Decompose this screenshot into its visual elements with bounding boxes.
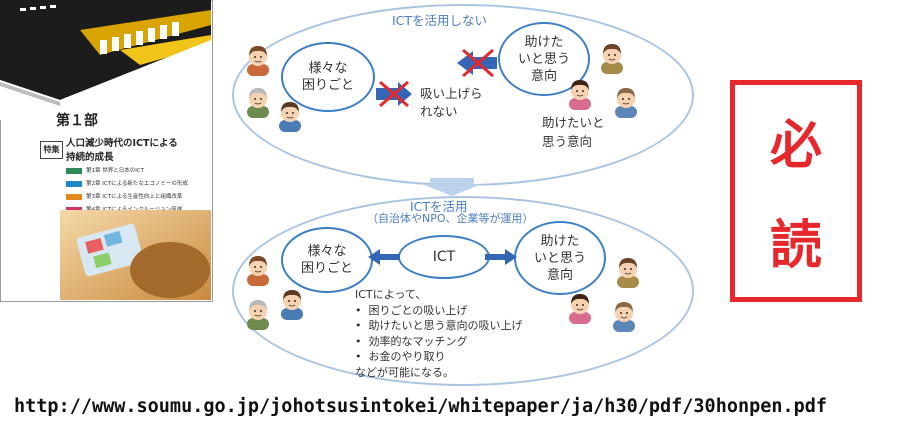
cover-part-title: 第１部: [56, 113, 98, 129]
cover-chapter-1: 第1章 世界と日本のICT: [66, 166, 144, 174]
list-item: • 助けたいと思う意向の吸い上げ: [355, 319, 523, 332]
person-icon: [568, 79, 592, 110]
source-url: http://www.soumu.go.jp/johotsusintokei/w…: [14, 396, 828, 417]
bottom-right-bubble-text: 助けた いと思う 意向: [533, 233, 586, 283]
person-icon: [612, 301, 636, 332]
cover-tag: 特集: [40, 141, 63, 159]
blocked-right-arrow-icon: [376, 80, 412, 108]
bottom-list: • 困りごとの吸い上げ • 助けたいと思う意向の吸い上げ • 効率的なマッチング…: [355, 303, 522, 365]
top-heading: ICTを活用しない: [392, 13, 488, 28]
bottom-ict-text: ICT: [432, 248, 456, 265]
bottom-list-block: ICTによって、 • 困りごとの吸い上げ • 助けたいと思う意向の吸い上げ • …: [355, 287, 522, 380]
person-icon: [614, 87, 638, 118]
person-icon: [278, 101, 302, 132]
bottom-ict-bubble: ICT: [398, 235, 490, 279]
ict-left-arrow-icon: [368, 249, 400, 265]
cover-photo: [60, 210, 211, 300]
cover-title-line2: 持続的成長: [66, 152, 114, 163]
list-item: • 効率的なマッチング: [355, 334, 468, 348]
cover-decoration: [0, 0, 211, 120]
person-icon: [600, 43, 624, 74]
top-right-label: 助けたいと 思う意向: [542, 115, 605, 149]
top-middle-label: 吸い上げら れない: [420, 86, 483, 119]
person-icon: [616, 257, 640, 288]
person-icon: [246, 45, 270, 76]
ict-right-arrow-icon: [485, 249, 517, 265]
stamp-char-2: 読: [769, 216, 822, 276]
top-right-bubble-text: 助けた いと思う 意向: [517, 34, 570, 84]
cover-title-line1: 人口減少時代のICTによる: [66, 138, 178, 149]
must-read-stamp: 必 読: [730, 80, 862, 302]
list-item-text: お金のやり取り: [368, 350, 446, 363]
list-item: • お金のやり取り: [355, 350, 446, 363]
bottom-list-intro: ICTによって、: [355, 288, 427, 301]
bottom-list-outro: などが可能になる。: [355, 365, 454, 379]
person-icon: [280, 289, 304, 320]
person-icon: [246, 299, 270, 330]
list-item: • 困りごとの吸い上げ: [355, 303, 468, 317]
bottom-heading: ICTを活用: [410, 199, 468, 214]
bottom-right-bubble: 助けた いと思う 意向: [514, 221, 606, 295]
person-icon: [246, 87, 270, 118]
bottom-subheading: （自治体やNPO、企業等が運用）: [367, 212, 534, 225]
bottom-left-bubble-text: 様々な 困りごと: [300, 244, 353, 276]
booklet-cover: 第１部 特集 人口減少時代のICTによる 持続的成長 第1章 世界と日本のICT…: [0, 0, 213, 302]
top-left-bubble-text: 様々な 困りごと: [301, 61, 354, 93]
list-item-text: 助けたいと思う意向の吸い上げ: [368, 319, 523, 332]
blocked-left-arrow-icon: [457, 48, 497, 78]
bottom-left-bubble: 様々な 困りごと: [281, 227, 373, 293]
cover-chapter-3: 第3章 ICTによる生産性向上と組織改革: [66, 192, 182, 200]
list-item-text: 困りごとの吸い上げ: [368, 303, 468, 317]
person-icon: [246, 255, 270, 286]
cover-chapter-2: 第2章 ICTによる新たなエコノミーの形成: [66, 179, 188, 187]
top-left-bubble: 様々な 困りごと: [281, 42, 375, 112]
stamp-char-1: 必: [769, 116, 822, 176]
person-icon: [568, 293, 592, 324]
bottom-ellipse: [232, 196, 694, 386]
list-item-text: 効率的なマッチング: [368, 334, 468, 348]
down-arrow-icon: [422, 178, 482, 196]
